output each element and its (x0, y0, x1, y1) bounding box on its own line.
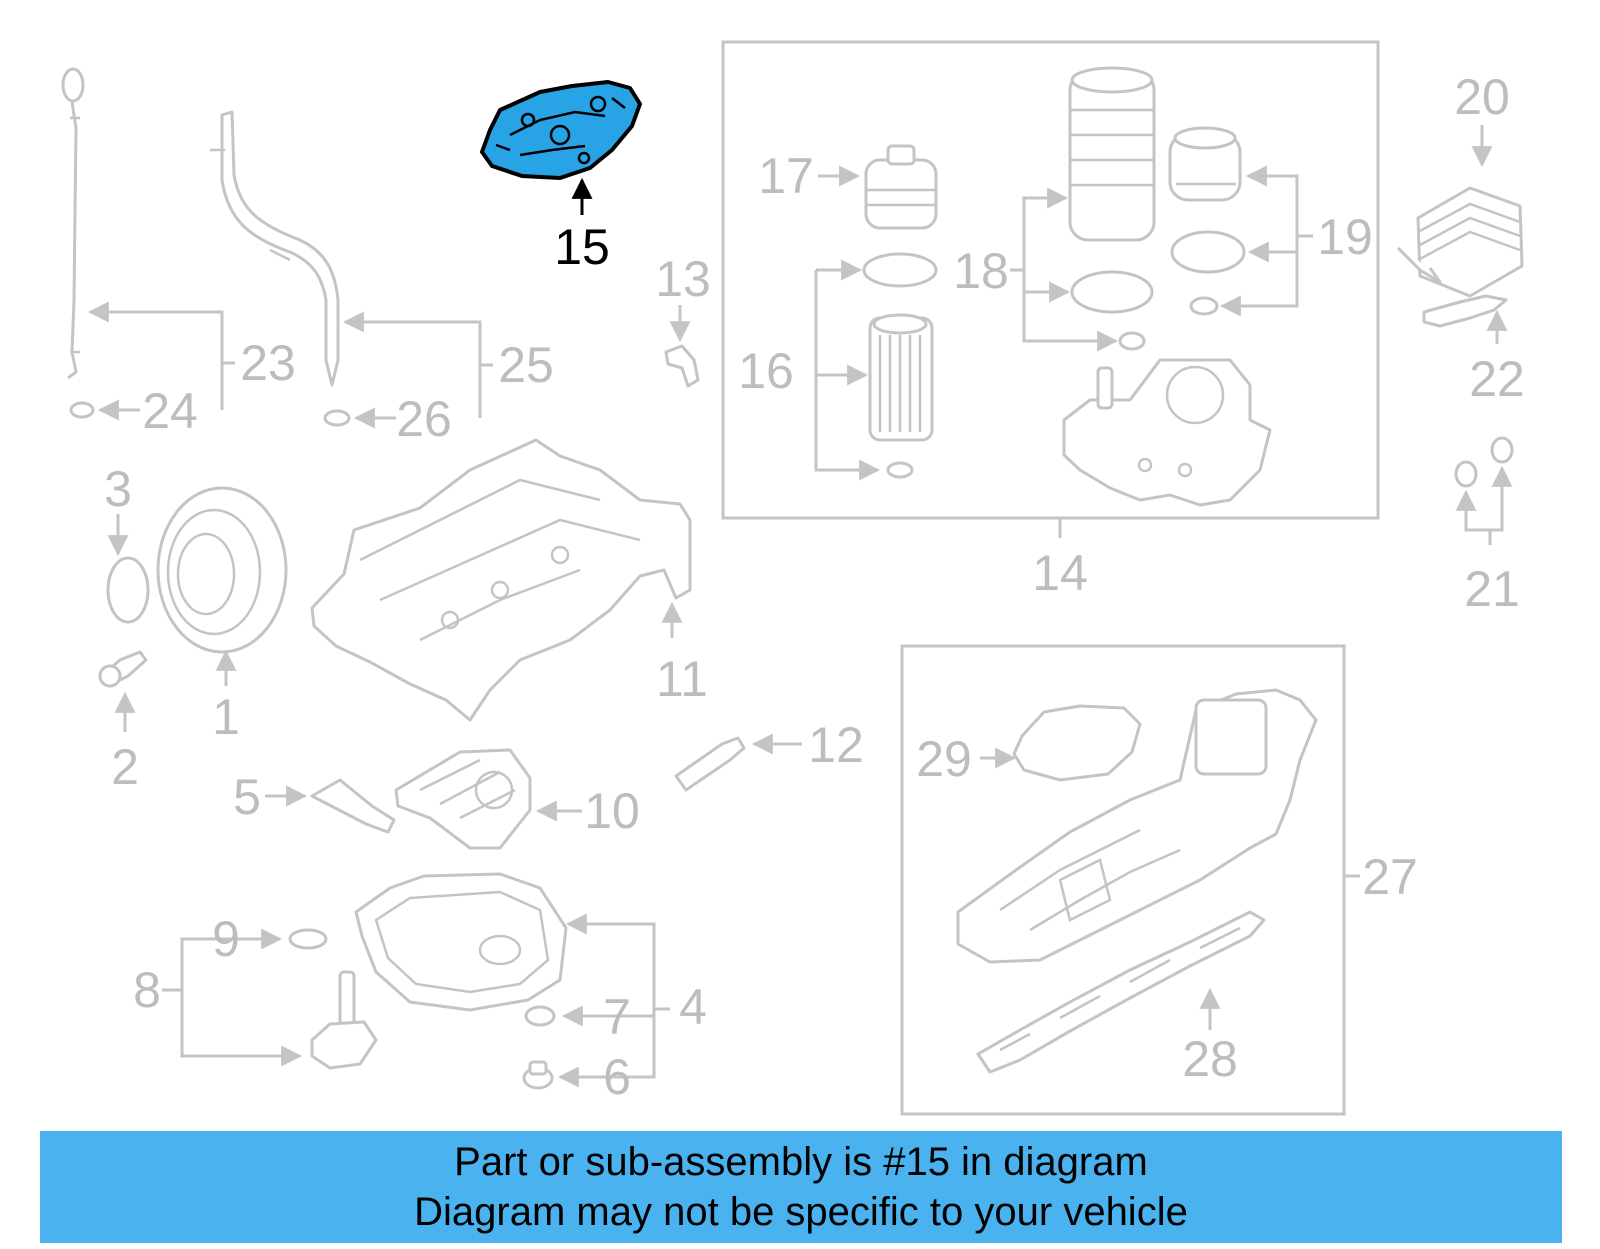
callout-16: 16 (738, 343, 794, 399)
part-2-bolt (98, 650, 148, 688)
leader-16 (814, 270, 881, 481)
part-27-breather-housing (956, 688, 1318, 964)
callout-20: 20 (1454, 69, 1510, 125)
callout-18: 18 (953, 243, 1009, 299)
callout-4: 4 (679, 979, 707, 1035)
part-19-fitting (1168, 126, 1242, 202)
callout-26: 26 (396, 391, 452, 447)
callout-12: 12 (808, 717, 864, 773)
part-16-oring-bottom (886, 461, 914, 479)
leader-18 (1010, 187, 1069, 272)
part-6-drain-plug (522, 1060, 554, 1090)
part-22-gasket (1422, 294, 1508, 328)
part-15-cover[interactable] (480, 80, 642, 180)
part-9-oring (288, 928, 328, 950)
callout-21: 21 (1464, 561, 1520, 617)
callout-24: 24 (142, 383, 198, 439)
callout-13: 13 (655, 251, 711, 307)
callout-7: 7 (603, 989, 631, 1045)
part-16-oring-top (862, 252, 938, 288)
leader-23 (87, 301, 235, 365)
callout-25: 25 (498, 337, 554, 393)
callout-10: 10 (584, 783, 640, 839)
callout-2: 2 (111, 739, 139, 795)
leader-19 (1245, 165, 1313, 238)
part-5-sealant-tube (310, 778, 396, 834)
callout-9: 9 (212, 911, 240, 967)
leader-8 (162, 928, 283, 992)
part-19-oring (1170, 230, 1246, 274)
part-23-dipstick (61, 67, 85, 380)
leader-25 (342, 311, 493, 367)
part-11-oil-pan-upper (310, 438, 692, 722)
breather-assembly-box (900, 644, 1346, 1116)
callout-23: 23 (240, 335, 296, 391)
callout-11: 11 (656, 651, 708, 707)
part-16-filter-element (868, 313, 934, 442)
part-4-oil-pan-lower (354, 872, 568, 1012)
part-28-gasket (976, 910, 1266, 1074)
part-26-seal (323, 409, 351, 427)
leader-4-b (557, 1009, 656, 1088)
callout-6: 6 (603, 1049, 631, 1105)
part-10-baffle (394, 748, 532, 850)
part-1-pulley (156, 486, 288, 654)
callout-15: 15 (554, 219, 610, 275)
part-14-housing-base (1062, 358, 1272, 507)
callout-29: 29 (916, 731, 972, 787)
part-17-filter-cap (864, 144, 938, 230)
leader-18-b (1022, 270, 1119, 352)
callout-3: 3 (104, 461, 132, 517)
callout-8: 8 (133, 962, 161, 1018)
callout-28: 28 (1182, 1031, 1238, 1087)
callout-1: 1 (212, 689, 240, 745)
leader-21-b (1490, 465, 1513, 532)
part-18-housing-upper (1068, 66, 1156, 242)
callout-22: 22 (1469, 351, 1525, 407)
oil-filter-housing-box (721, 40, 1380, 520)
banner-line-1: Part or sub-assembly is #15 in diagram (454, 1140, 1148, 1184)
part-18-small-oring (1118, 331, 1146, 351)
part-13-clip (664, 344, 700, 388)
part-29-gasket (1012, 704, 1142, 782)
info-banner: Part or sub-assembly is #15 in diagram D… (40, 1131, 1562, 1243)
part-24-seal (69, 401, 95, 419)
callout-19: 19 (1317, 209, 1373, 265)
banner-line-2: Diagram may not be specific to your vehi… (414, 1190, 1188, 1234)
part-3-washer (106, 556, 150, 624)
callout-17: 17 (758, 148, 814, 204)
leader-8-b (180, 990, 303, 1067)
part-25-guide-tube (210, 110, 340, 387)
part-19-small-oring (1189, 296, 1219, 316)
part-20-oil-cooler (1396, 186, 1524, 298)
leader-21 (1455, 489, 1492, 545)
leader-4 (565, 913, 670, 1011)
callout-14: 14 (1032, 545, 1088, 601)
part-21-seal-b (1490, 436, 1514, 464)
part-7-washer (524, 1005, 556, 1027)
part-12-sealant-tube (674, 736, 746, 792)
part-18-oring (1070, 270, 1154, 314)
part-21-seal-a (1454, 460, 1478, 488)
part-8-oil-level-sensor (310, 970, 378, 1070)
callout-5: 5 (233, 769, 261, 825)
callout-27: 27 (1362, 849, 1418, 905)
leader-19-b (1219, 236, 1299, 317)
